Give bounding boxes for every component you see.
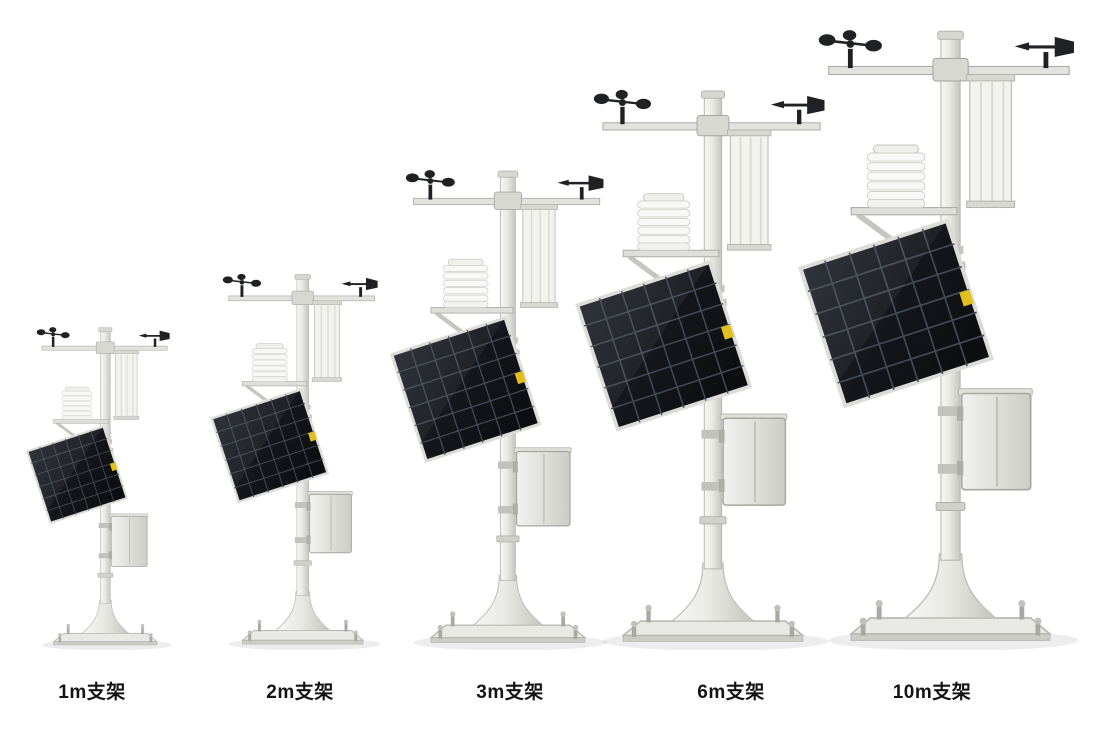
station-label-1m: 1m支架 xyxy=(58,682,126,703)
station-label-2m: 2m支架 xyxy=(266,682,334,703)
weather-station-illustration xyxy=(25,326,174,650)
station-label-3m: 3m支架 xyxy=(476,682,544,703)
weather-station-illustration xyxy=(758,28,1111,650)
station-label-6m: 6m支架 xyxy=(697,682,765,703)
weather-station-figure-10m xyxy=(758,28,1111,650)
weather-station-figure-1m xyxy=(5,326,189,650)
station-label-10m: 10m支架 xyxy=(892,682,972,703)
